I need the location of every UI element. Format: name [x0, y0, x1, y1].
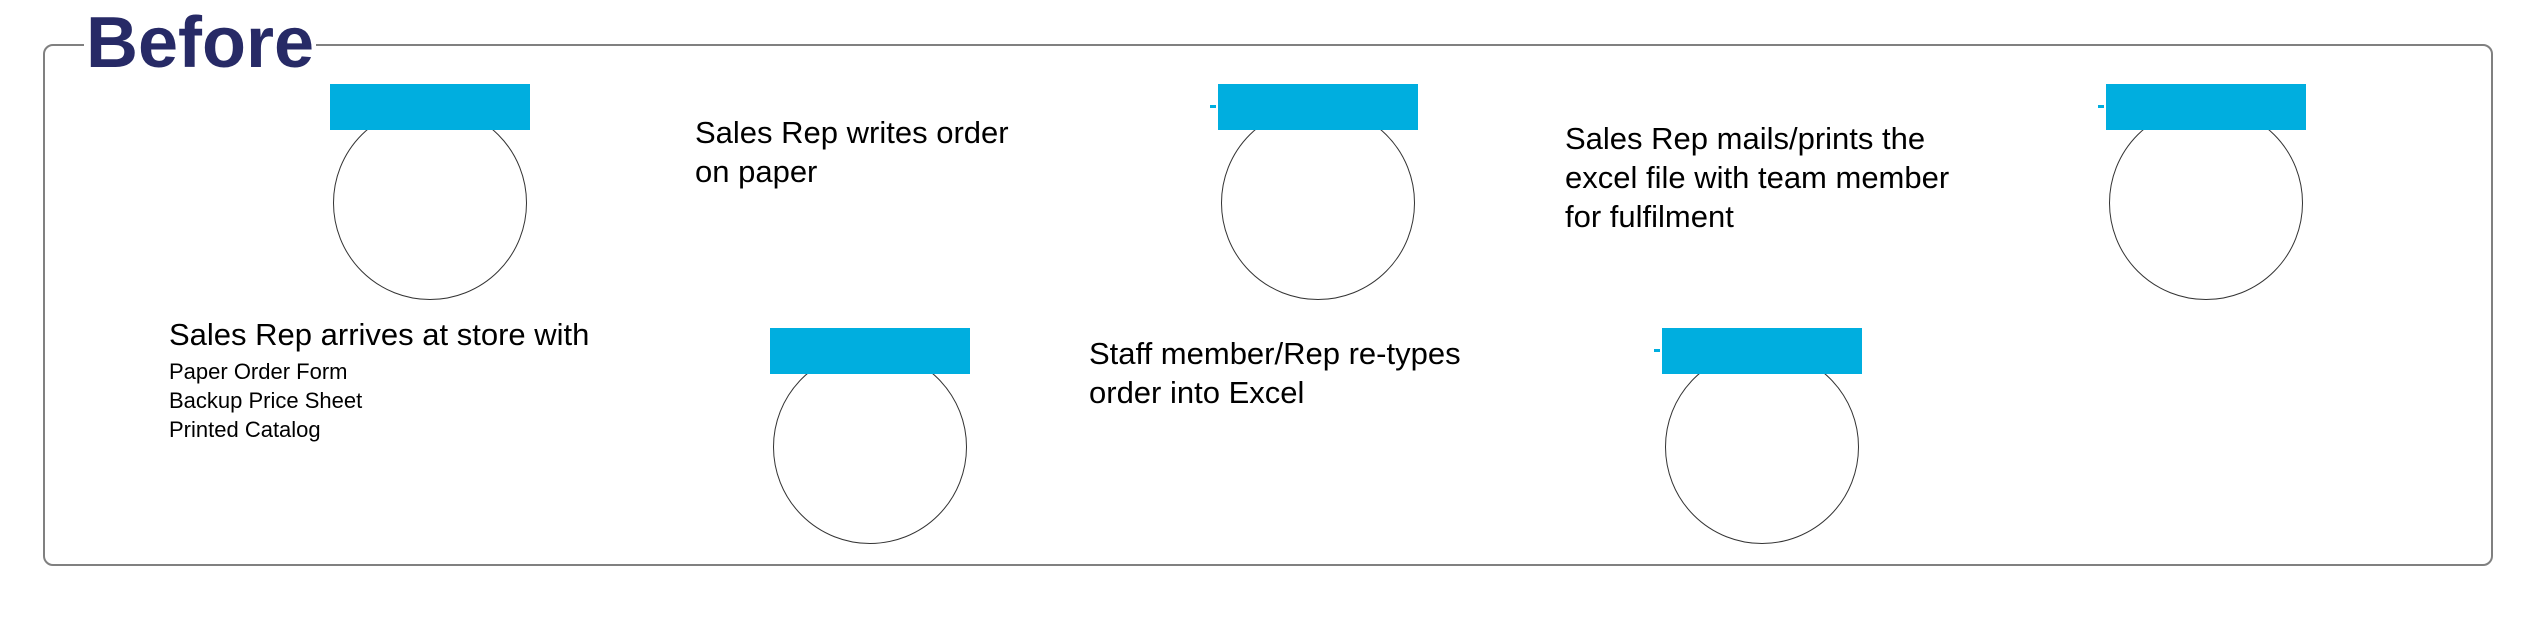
connector-stub	[1654, 349, 1660, 352]
connector-stub	[1210, 105, 1216, 108]
step-3-line-2: order into Excel	[1089, 375, 1305, 410]
step-4-line-3: for fulfilment	[1565, 199, 1734, 234]
step-label-bar	[770, 328, 970, 374]
process-frame	[43, 44, 2493, 566]
step-label-bar	[2106, 84, 2306, 130]
step-1-text: Sales Rep arrives at store with Paper Or…	[169, 315, 589, 444]
step-node-3	[1210, 84, 1418, 302]
step-3-line-1: Staff member/Rep re-types	[1089, 336, 1461, 371]
step-circle	[773, 350, 967, 544]
step-4-text: Sales Rep mails/prints the excel file wi…	[1565, 119, 1949, 236]
step-node-5	[2098, 84, 2306, 302]
step-1-item: Printed Catalog	[169, 417, 321, 442]
connector-stub	[2098, 105, 2104, 108]
step-label-bar	[1662, 328, 1862, 374]
step-circle	[333, 106, 527, 300]
step-4-line-1: Sales Rep mails/prints the	[1565, 121, 1926, 156]
step-node-2	[770, 328, 970, 546]
step-2-text: Sales Rep writes order on paper	[695, 113, 1009, 191]
step-3-text: Staff member/Rep re-types order into Exc…	[1089, 334, 1461, 412]
step-2-line-1: Sales Rep writes order	[695, 115, 1009, 150]
step-1-line-1: Sales Rep arrives at store with	[169, 317, 590, 352]
step-circle	[2109, 106, 2303, 300]
diagram-title: Before	[84, 2, 317, 84]
step-label-bar	[1218, 84, 1418, 130]
step-2-line-2: on paper	[695, 154, 818, 189]
step-1-item: Backup Price Sheet	[169, 388, 363, 413]
step-label-bar	[330, 84, 530, 130]
step-circle	[1665, 350, 1859, 544]
step-node-4	[1654, 328, 1862, 546]
step-node-1	[330, 84, 530, 302]
step-circle	[1221, 106, 1415, 300]
step-1-item: Paper Order Form	[169, 359, 348, 384]
step-1-items: Paper Order Form Backup Price Sheet Prin…	[169, 357, 589, 444]
step-4-line-2: excel file with team member	[1565, 160, 1950, 195]
